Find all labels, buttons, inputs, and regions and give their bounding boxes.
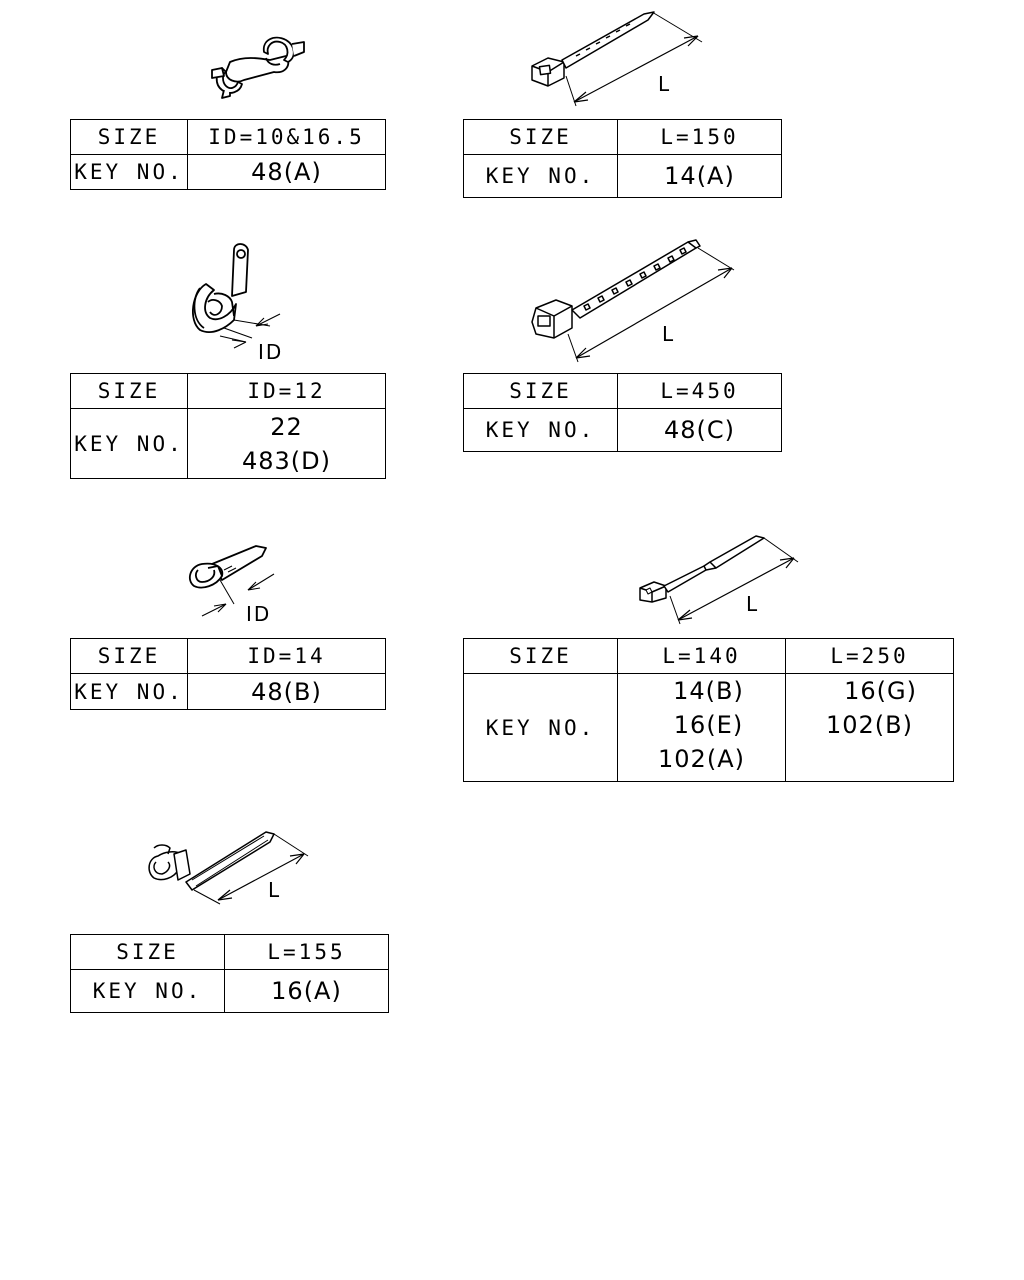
double-clamp-icon (200, 30, 310, 102)
table-row: SIZE L=150 (463, 119, 782, 155)
spec-table-3: SIZE ID=12 KEY NO. 22 483(D) (70, 373, 386, 479)
key-no-value: 483(D) (241, 446, 331, 475)
key-no-value: 102(B) (826, 711, 913, 739)
table-row: SIZE L=140 L=250 (463, 638, 954, 674)
key-no-value: 16(E) (673, 711, 744, 739)
long-cable-tie-icon (528, 238, 738, 364)
key-no-values: 14(B) 16(E) 102(A) (617, 673, 786, 782)
cable-tie-icon (528, 6, 708, 110)
size-header: SIZE (70, 638, 188, 674)
cable-tie-150-figure: L (528, 6, 708, 110)
size-header: SIZE (70, 119, 188, 155)
key-no-value: 102(A) (658, 745, 745, 773)
spec-table-7: SIZE L=155 KEY NO. 16(A) (70, 934, 389, 1013)
spec-table-2: SIZE L=150 KEY NO. 14(A) (463, 119, 782, 198)
dimension-label-id: ID (246, 602, 272, 626)
key-no-value: 22 (270, 412, 303, 441)
key-no-value: 16(G) (844, 677, 917, 705)
size-value: ID=10&16.5 (187, 119, 386, 155)
spec-table-4: SIZE L=450 KEY NO. 48(C) (463, 373, 782, 452)
table-row: KEY NO. 48(B) (70, 673, 386, 710)
key-no-value: 14(A) (617, 154, 782, 198)
key-no-header: KEY NO. (463, 673, 618, 782)
key-no-value: 48(A) (187, 154, 386, 190)
dimension-label-l: L (268, 878, 282, 902)
dimension-label-l: L (662, 322, 676, 346)
dimension-label-l: L (746, 592, 760, 616)
key-no-value: 16(A) (224, 969, 389, 1013)
pipe-clip-icon (182, 540, 282, 628)
size-value: ID=12 (187, 373, 386, 409)
table-row: KEY NO. 14(A) (463, 154, 782, 198)
size-header: SIZE (463, 638, 618, 674)
table-row: KEY NO. 48(C) (463, 408, 782, 452)
key-no-header: KEY NO. (463, 154, 618, 198)
table-row: SIZE L=450 (463, 373, 782, 409)
size-header: SIZE (463, 373, 618, 409)
dimension-label-id: ID (258, 340, 284, 364)
clip-tie-155-figure: L (144, 824, 314, 908)
size-value: L=250 (785, 638, 954, 674)
table-row: SIZE ID=12 (70, 373, 386, 409)
table-row: KEY NO. 48(A) (70, 154, 386, 190)
table-row: SIZE L=155 (70, 934, 389, 970)
dimension-label-l: L (658, 72, 672, 96)
size-value: L=150 (617, 119, 782, 155)
table-row: KEY NO. 14(B) 16(E) 102(A) 16(G) 102(B) (463, 673, 954, 782)
spec-table-5: SIZE ID=14 KEY NO. 48(B) (70, 638, 386, 710)
size-value: L=155 (224, 934, 389, 970)
double-clamp-figure (200, 30, 310, 102)
key-no-values: 16(G) 102(B) (785, 673, 954, 782)
key-no-header: KEY NO. (463, 408, 618, 452)
size-header: SIZE (70, 373, 188, 409)
table-row: KEY NO. 22 483(D) (70, 408, 386, 479)
table-row: SIZE ID=14 (70, 638, 386, 674)
size-value: L=140 (617, 638, 786, 674)
size-value: L=450 (617, 373, 782, 409)
key-no-header: KEY NO. (70, 408, 188, 479)
table-row: KEY NO. 16(A) (70, 969, 389, 1013)
key-no-header: KEY NO. (70, 969, 225, 1013)
key-no-value: 48(C) (617, 408, 782, 452)
table-row: SIZE ID=10&16.5 (70, 119, 386, 155)
key-no-values: 22 483(D) (187, 408, 386, 479)
size-header: SIZE (463, 119, 618, 155)
key-no-value: 48(B) (187, 673, 386, 710)
p-clamp-icon (186, 240, 292, 364)
key-no-value: 14(B) (673, 677, 744, 705)
size-header: SIZE (70, 934, 225, 970)
cable-tie-140-figure: L (636, 530, 806, 630)
size-value: ID=14 (187, 638, 386, 674)
short-cable-tie-icon (636, 530, 806, 630)
key-no-header: KEY NO. (70, 154, 188, 190)
cable-tie-450-figure: L (528, 238, 738, 364)
clip-tie-icon (144, 824, 314, 908)
spec-table-1: SIZE ID=10&16.5 KEY NO. 48(A) (70, 119, 386, 190)
spec-table-6: SIZE L=140 L=250 KEY NO. 14(B) 16(E) 102… (463, 638, 954, 782)
pipe-clip-figure: ID (182, 540, 282, 628)
p-clamp-figure: ID (186, 240, 292, 364)
key-no-header: KEY NO. (70, 673, 188, 710)
